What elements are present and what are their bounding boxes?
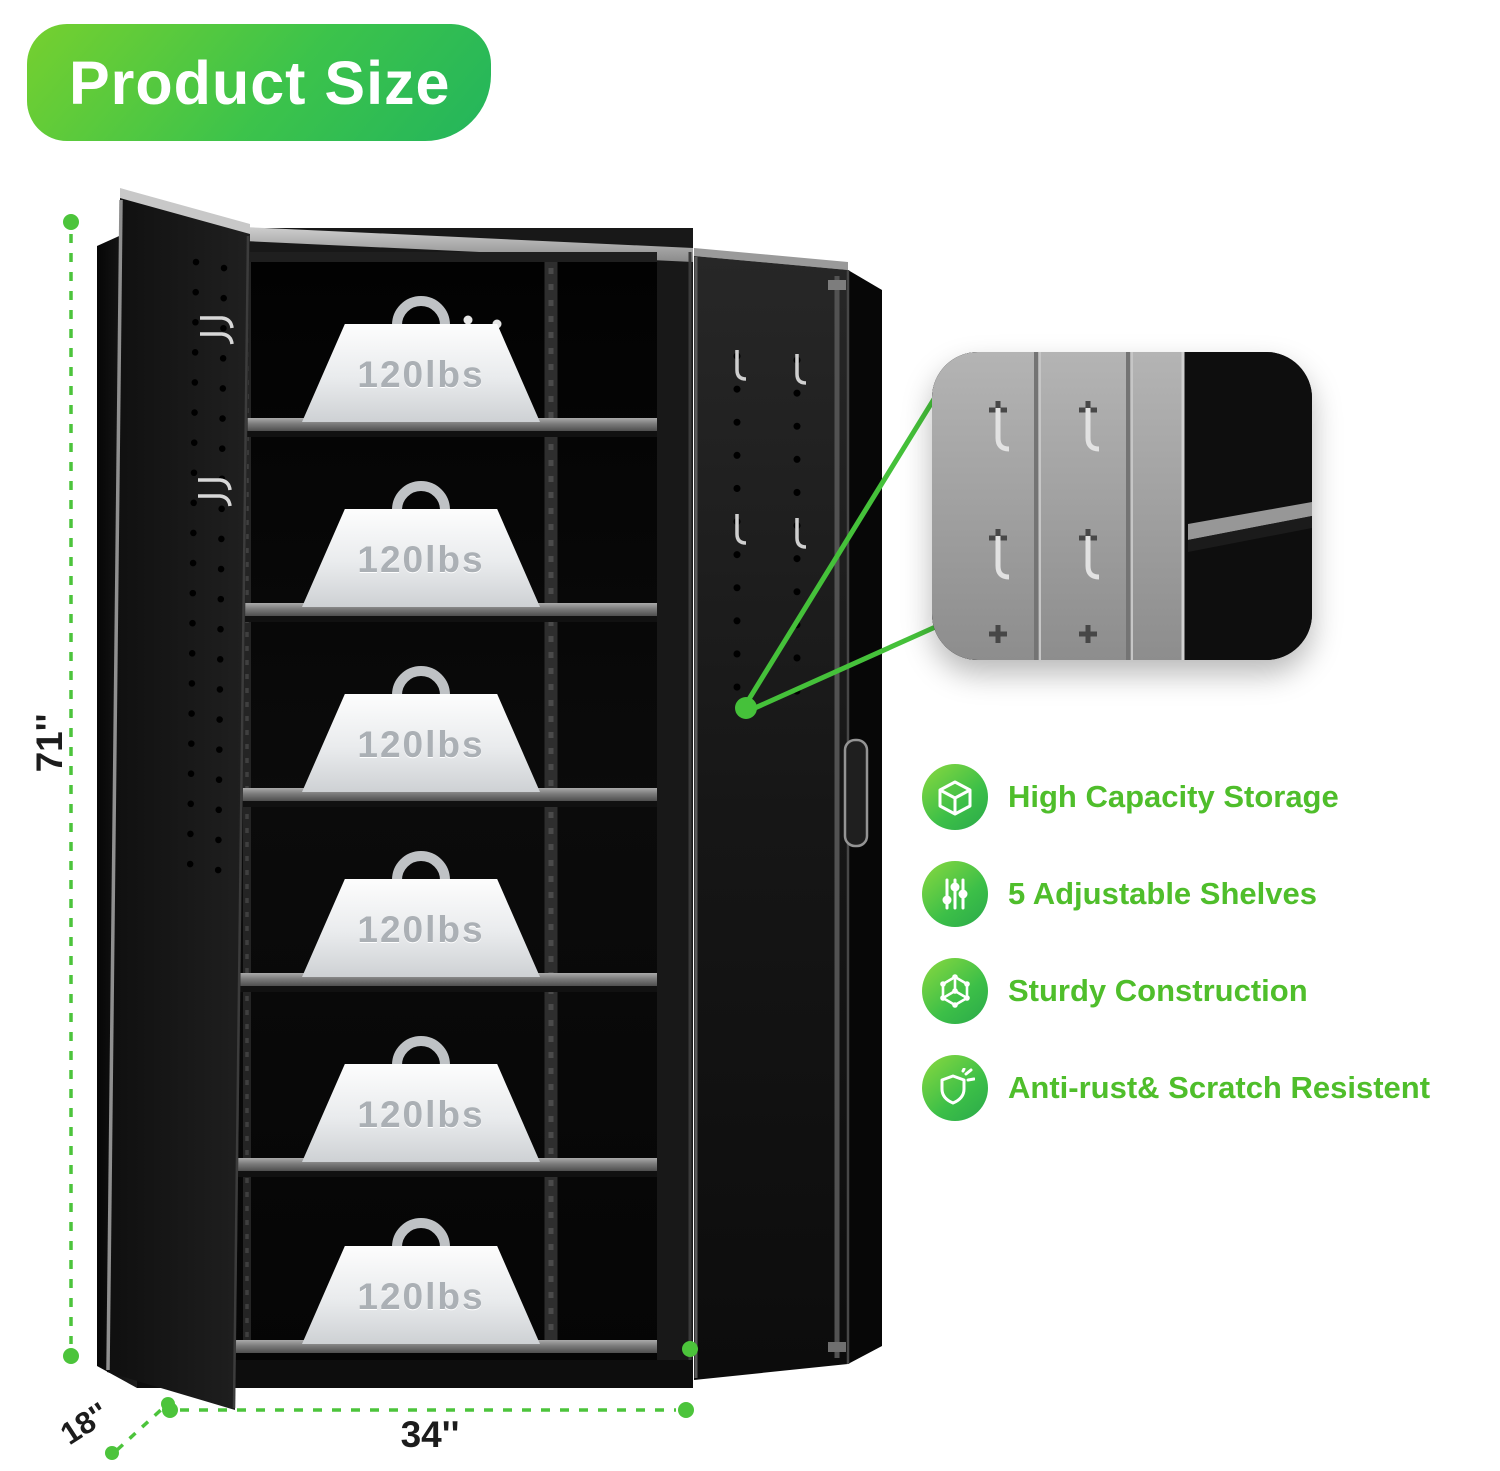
dim-dot [63,214,79,230]
adjustable-sliders-icon [922,861,988,927]
right-door-face [694,256,848,1380]
inset-shelf-shadow [1188,516,1312,552]
pegboard-detail-inset [932,352,1312,660]
lock-rod-bracket [828,1342,846,1352]
hex-structure-icon [922,958,988,1024]
weight-body: 120lbs [302,1246,540,1344]
anti-rust-shield-icon [922,1055,988,1121]
pegboard-holes-column [186,258,200,884]
left-door-outer-edge [106,199,123,1371]
weight-body: 120lbs [302,509,540,607]
feature-label: Anti-rust& Scratch Resistent [1008,1070,1431,1105]
left-door-inner-edge [232,235,250,1409]
magnet-dot [463,315,473,325]
dim-dot [63,1348,79,1364]
callout-line [743,621,945,715]
right-door-top-edge [694,248,848,270]
dim-dot [678,1402,694,1418]
weight-block: 120lbs [302,666,540,792]
feature-label: High Capacity Storage [1008,779,1339,814]
left-door-face [107,198,250,1410]
weight-label: 120lbs [357,354,485,395]
weight-block: 120lbs [302,1218,540,1344]
pegboard-hook-icon [198,316,234,507]
weight-body: 120lbs [302,324,540,422]
weight-label: 120lbs [357,724,485,765]
pegboard-holes-column [214,264,228,890]
weight-label: 120lbs [357,1094,485,1135]
dim-dot [682,1341,698,1357]
inset-shelf-edge [1188,502,1312,540]
dim-dot [105,1446,119,1460]
pegboard-hook-icon [735,350,807,549]
storage-box-icon [922,764,988,830]
cabinet-left-door [106,188,250,1410]
pegboard-hook-icon [995,408,1100,580]
weight-block: 120lbs [302,481,540,607]
feature-item-high-capacity: High Capacity Storage [922,764,1430,830]
left-door-top-edge [120,188,250,236]
weight-body: 120lbs [302,1064,540,1162]
cabinet-right-door [694,248,882,1380]
door-handle [843,738,869,848]
detail-callout [735,383,945,719]
weight-label: 120lbs [357,539,485,580]
feature-label: Sturdy Construction [1008,973,1308,1008]
height-dimension-label: 71'' [29,713,70,773]
weight-body: 120lbs [302,879,540,977]
lock-rod-bracket [828,280,846,290]
feature-item-sturdy-construction: Sturdy Construction [922,958,1430,1024]
title-badge: Product Size [27,24,491,141]
pegboard-detail-graphic [932,352,1312,660]
dim-dot [161,1397,175,1411]
callout-anchor-dot [735,697,757,719]
page-title: Product Size [69,48,451,117]
callout-line [743,383,945,707]
depth-dim-line [115,1406,165,1452]
feature-item-adjustable-shelves: 5 Adjustable Shelves [922,861,1430,927]
interior-top-edge [233,252,657,262]
feature-item-anti-rust: Anti-rust& Scratch Resistent [922,1055,1430,1121]
inset-pegboard-panel [932,352,1184,660]
weight-body: 120lbs [302,694,540,792]
width-dimension-label: 34'' [400,1414,460,1455]
weight-label: 120lbs [357,909,485,950]
feature-label: 5 Adjustable Shelves [1008,876,1317,911]
weight-block: 120lbs [302,1036,540,1162]
dimension-annotations [63,214,698,1460]
weight-block: 120lbs [302,851,540,977]
feature-list: High Capacity Storage 5 Adjustable Shelv… [922,764,1430,1121]
weight-block: 120lbs [302,296,540,422]
weight-label: 120lbs [357,1276,485,1317]
